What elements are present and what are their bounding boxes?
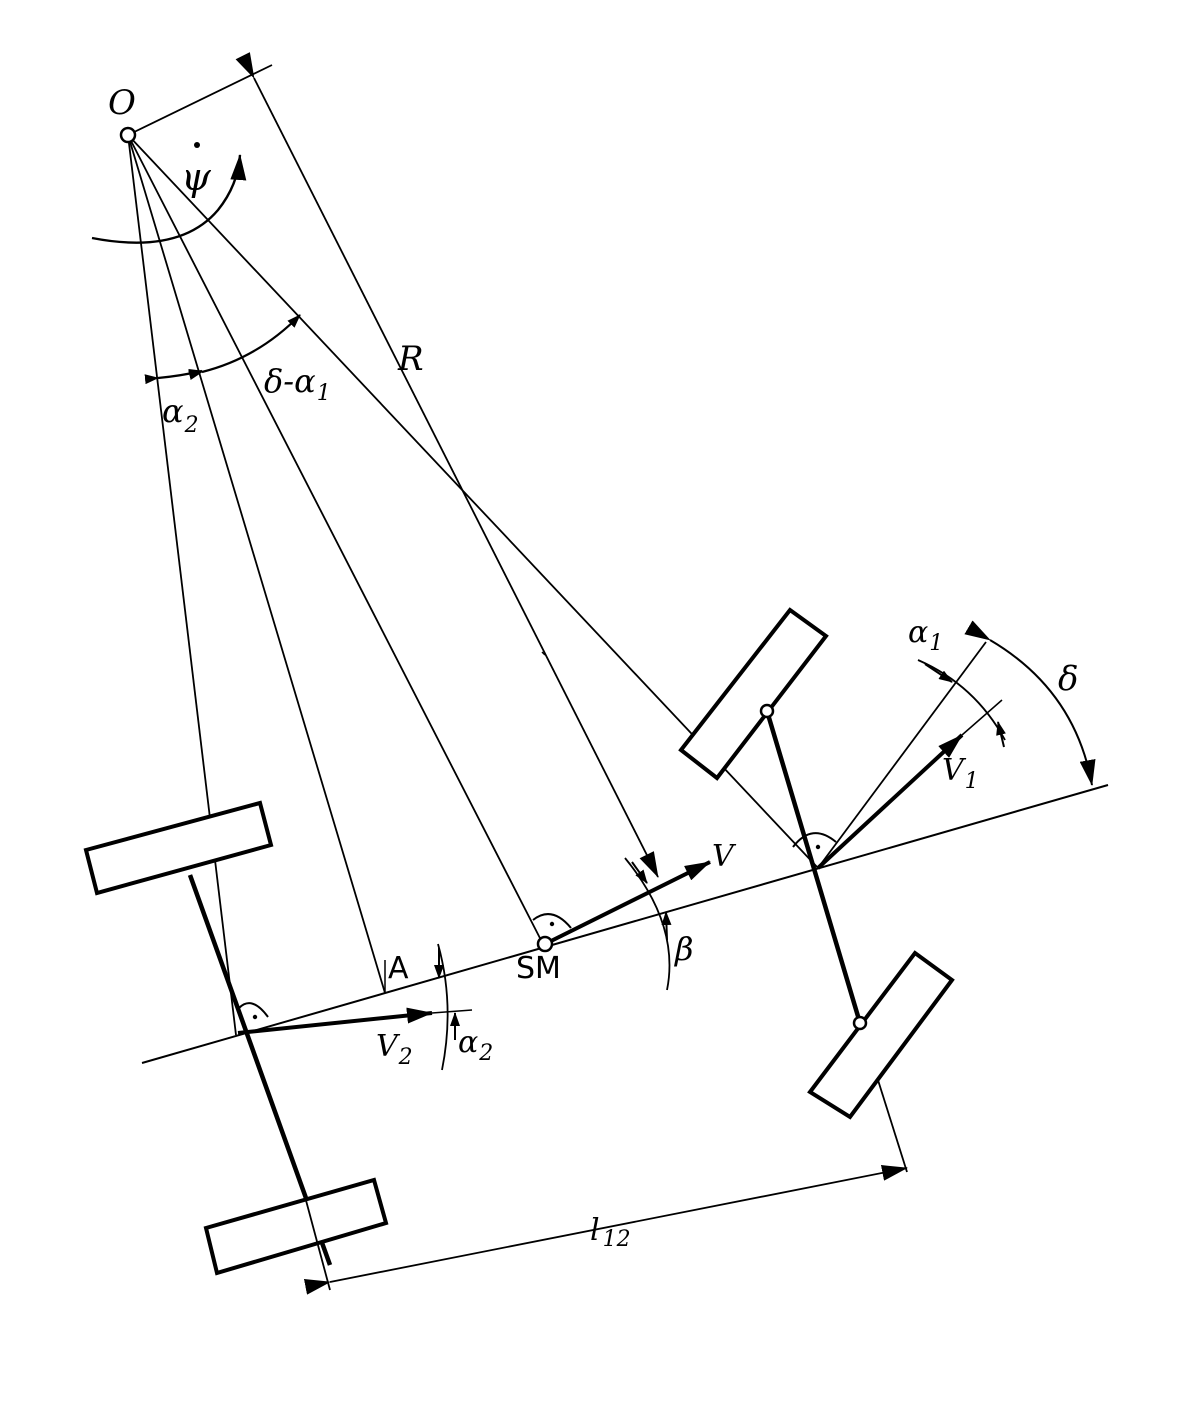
rear-wheel-left bbox=[83, 800, 274, 896]
svg-text:ψ: ψ bbox=[181, 155, 212, 199]
velocity-front-guide bbox=[961, 699, 1003, 736]
velocity-label: V bbox=[712, 839, 737, 874]
slip-front-label: α1 bbox=[908, 615, 943, 656]
steer-minus-slip-arc bbox=[188, 314, 301, 381]
velocity-vector bbox=[544, 860, 711, 946]
steer-angle-arc bbox=[964, 620, 1096, 786]
slip-rear-arc bbox=[144, 369, 203, 385]
steer-angle-label: δ bbox=[1058, 659, 1078, 699]
right-angle-front-dot bbox=[815, 844, 821, 850]
slip-front-arrow-a bbox=[924, 663, 953, 683]
point-a-label: A bbox=[388, 951, 409, 986]
slip-rear-angle-arc bbox=[437, 943, 449, 1071]
sideslip-angle-arc bbox=[624, 857, 671, 991]
front-wheel-right bbox=[807, 950, 955, 1120]
yaw-rate-arrow bbox=[91, 154, 247, 244]
sideslip-arrow-top bbox=[631, 861, 648, 884]
center-of-mass-point bbox=[536, 935, 554, 953]
sideslip-label: β bbox=[674, 930, 694, 968]
rays-from-origin bbox=[127, 134, 819, 1036]
front-axle bbox=[764, 710, 863, 1024]
right-angle-sm-dot bbox=[549, 921, 555, 927]
right-angle-sm bbox=[532, 913, 572, 929]
yaw-rate-dot bbox=[194, 142, 200, 148]
center-of-mass-label: SM bbox=[516, 951, 561, 986]
origin-label: O bbox=[108, 83, 136, 123]
slip-front-arc bbox=[917, 659, 1006, 741]
sideslip-arrow-bottom bbox=[661, 911, 672, 941]
radius-extension bbox=[127, 64, 273, 136]
slip-rear-label: α2 bbox=[162, 392, 199, 438]
rear-wheel-right bbox=[203, 1177, 389, 1276]
front-wheel-direction bbox=[817, 641, 987, 869]
front-wheel-left bbox=[678, 607, 829, 781]
slip-rear-top-label: α2 bbox=[458, 1025, 493, 1066]
radius-line bbox=[235, 52, 659, 878]
right-angle-rear-dot bbox=[252, 1014, 258, 1020]
front-wheel-left-hub bbox=[759, 703, 775, 719]
velocity-rear-vector bbox=[237, 1007, 433, 1035]
velocity-front-vector bbox=[816, 733, 964, 870]
steer-minus-slip-label: δ-α1 bbox=[264, 362, 331, 406]
right-angle-rear bbox=[238, 1002, 269, 1018]
velocity-rear-guide bbox=[431, 1009, 473, 1014]
front-wheel-right-hub bbox=[852, 1015, 868, 1031]
radius-label: R bbox=[397, 339, 424, 379]
slip-front-arrow-b bbox=[996, 721, 1006, 748]
ray-rear-axle bbox=[127, 134, 237, 1036]
vehicle-axis bbox=[141, 784, 1109, 1064]
velocity-rear-label: V2 bbox=[376, 1029, 413, 1070]
origin-point bbox=[119, 126, 137, 144]
radius-extension-2 bbox=[541, 651, 546, 656]
yaw-rate-label: ψ bbox=[181, 142, 212, 199]
wheelbase-dimension bbox=[303, 1164, 908, 1295]
velocity-front-label: V1 bbox=[942, 753, 979, 794]
right-angle-front bbox=[792, 832, 837, 848]
